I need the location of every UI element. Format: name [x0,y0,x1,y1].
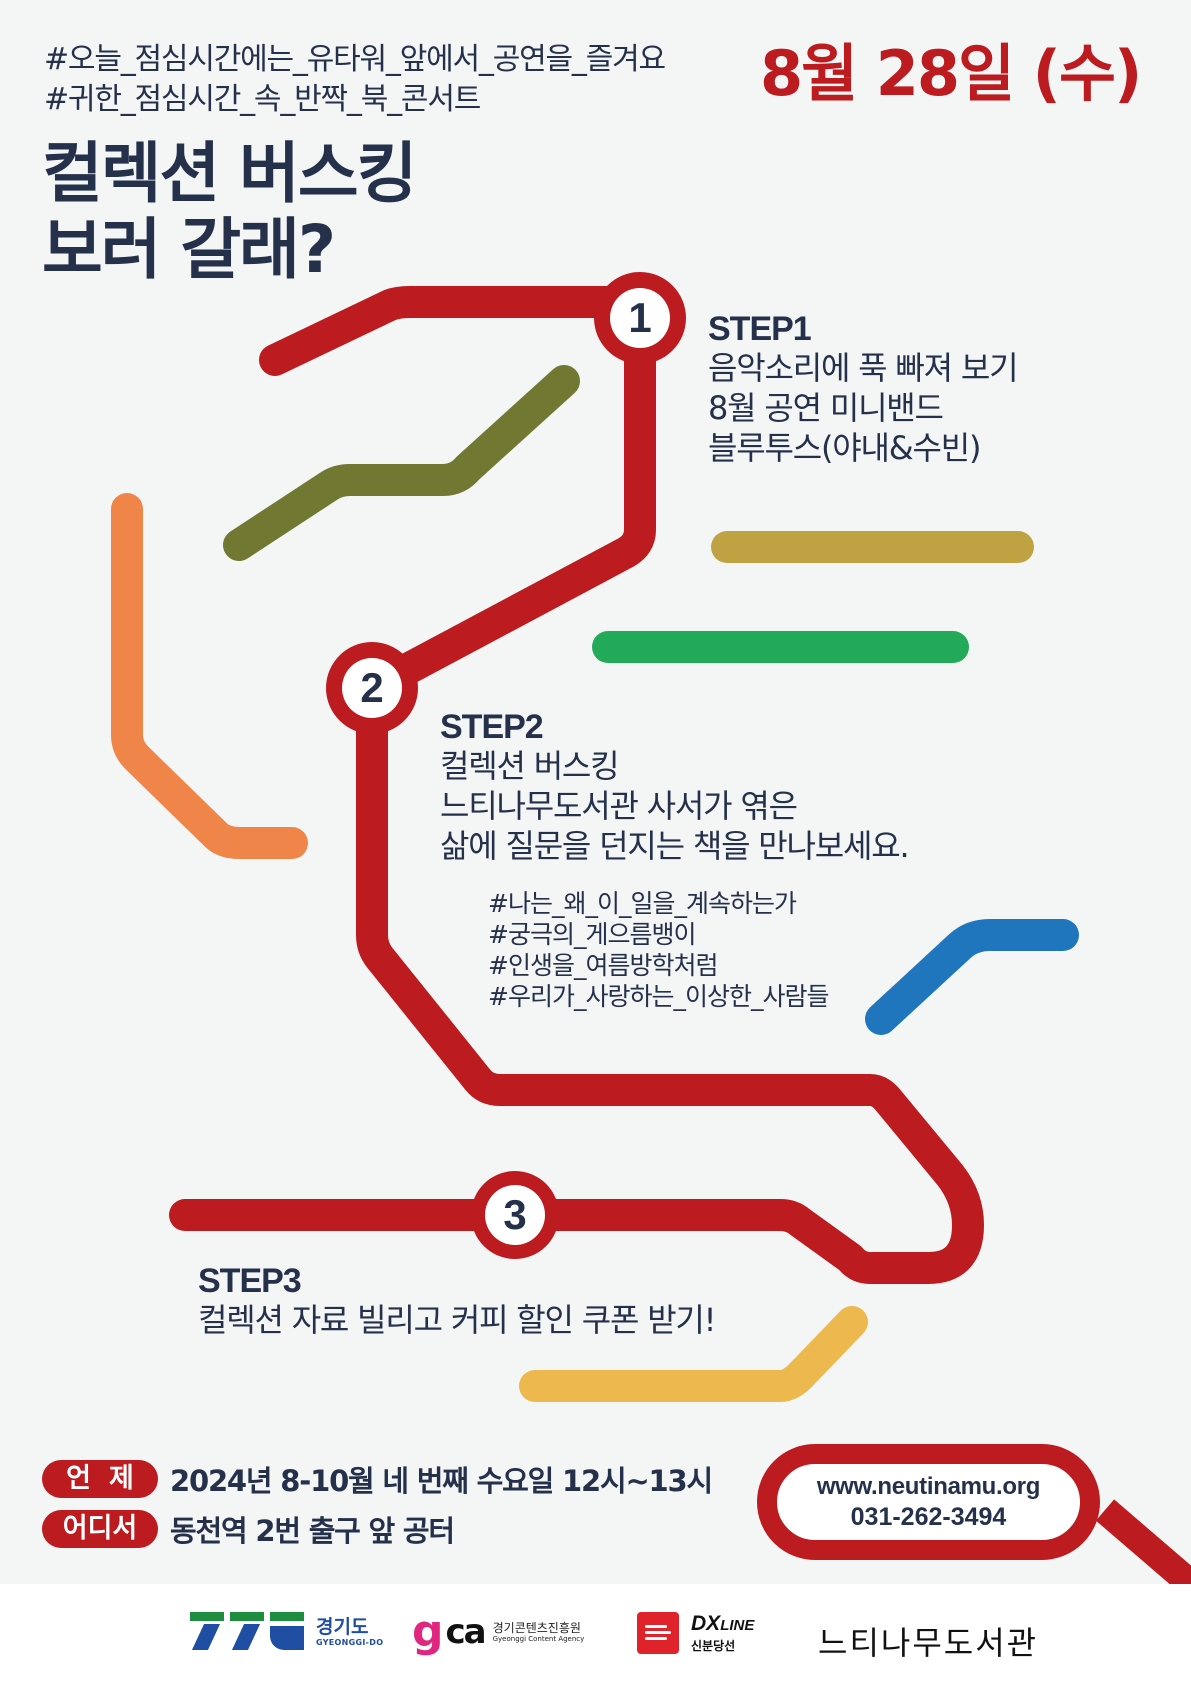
sponsor-footer: 경기도 GYEONGGI-DO g ca 경기콘텐츠진흥원 Gyeonggi C… [0,1584,1191,1684]
when-row: 언제 2024년 8-10월 네 번째 수요일 12시~13시 [42,1458,713,1500]
gca-logo: g ca 경기콘텐츠진흥원 Gyeonggi Content Agency [412,1606,585,1657]
gca-ca-icon: ca [445,1612,487,1652]
magnifier-handle [1095,1499,1191,1595]
gca-name-en: Gyeonggi Content Agency [492,1635,585,1643]
step-line: 블루투스(야내&수빈) [708,429,981,467]
dxline-name: DXLINE [691,1611,755,1637]
step-2-description: 컬렉션 버스킹 느티나무도서관 사서가 엮은 삶에 질문을 던지는 책을 만나보… [440,746,910,866]
website-link[interactable]: www.neutinamu.org [816,1473,1041,1500]
step-1-title: STEP1 [708,310,812,348]
step-line: 컬렉션 버스킹 [440,747,620,785]
station-3-number: 3 [485,1185,545,1245]
when-label-badge: 언제 [42,1460,158,1498]
step-line: 느티나무도서관 사서가 엮은 [440,787,798,825]
olive-line [223,365,580,561]
contact-magnifier: www.neutinamu.org 031-262-3494 [757,1444,1100,1560]
red-main-line [169,286,984,1284]
step-3-title: STEP3 [198,1262,302,1300]
book-hashtags: #나는_왜_이_일을_계속하는가 #궁극의_게으름뱅이 #인생을_여름방학처럼 … [488,888,829,1012]
phone-number: 031-262-3494 [850,1503,1007,1531]
title-line: 보러 갈래? [42,211,336,288]
line-text: LINE [720,1616,755,1634]
yellow-line [519,1306,868,1402]
when-value: 2024년 8-10월 네 번째 수요일 12시~13시 [170,1464,713,1498]
orange-line [111,493,308,859]
step-1-block: STEP1 음악소리에 푹 빠져 보기 8월 공연 미니밴드 블루투스(야내&수… [708,310,1019,468]
book-tag: #우리가_사랑하는_이상한_사람들 [488,982,829,1011]
event-date: 8월 28일 (수) [760,37,1142,110]
train-icon [637,1612,679,1654]
step-line: 삶에 질문을 던지는 책을 만나보세요. [440,827,910,865]
gyeonggi-name-en: GYEONGGI-DO [316,1637,384,1647]
step-line: 컬렉션 자료 빌리고 커피 할인 쿠폰 받기! [198,1301,717,1339]
where-value: 동천역 2번 출구 앞 공터 [170,1514,455,1548]
library-name: 느티나무도서관 [818,1624,1039,1662]
page-title: 컬렉션 버스킹 보러 갈래? [42,135,417,288]
title-line: 컬렉션 버스킹 [42,135,417,212]
book-tag: #인생을_여름방학처럼 [488,951,718,980]
dxline-sub: 신분당선 [691,1638,736,1653]
where-label-badge: 어디서 [42,1510,158,1548]
step-3-description: 컬렉션 자료 빌리고 커피 할인 쿠폰 받기! [198,1300,717,1340]
dxline-logo: DXLINE 신분당선 [637,1612,754,1654]
where-row: 어디서 동천역 2번 출구 앞 공터 [42,1508,455,1550]
hashtag-line: #귀한_점심시간_속_반짝_북_콘서트 [44,82,481,117]
top-hashtags: #오늘_점심시간에는_유타워_앞에서_공연을_즐겨요 #귀한_점심시간_속_반짝… [44,40,666,120]
gyeonggi-logo: 경기도 GYEONGGI-DO [190,1612,383,1650]
station-2-number: 2 [342,658,402,718]
library-logo: 느티나무도서관 [818,1618,1038,1664]
gyeonggi-name-ko: 경기도 [316,1615,369,1638]
book-tag: #궁극의_게으름뱅이 [488,920,696,949]
gca-g-icon: g [412,1606,444,1657]
step-2-block: STEP2 컬렉션 버스킹 느티나무도서관 사서가 엮은 삶에 질문을 던지는 … [440,708,910,866]
hashtag-line: #오늘_점심시간에는_유타워_앞에서_공연을_즐겨요 [44,42,666,77]
step-1-description: 음악소리에 푹 빠져 보기 8월 공연 미니밴드 블루투스(야내&수빈) [708,348,1019,468]
step-line: 8월 공연 미니밴드 [708,389,944,427]
station-1-number: 1 [610,288,670,348]
blue-line [865,919,1079,1035]
step-3-block: STEP3 컬렉션 자료 빌리고 커피 할인 쿠폰 받기! [198,1262,717,1340]
gca-name-ko: 경기콘텐츠진흥원 [492,1621,581,1635]
step-line: 음악소리에 푹 빠져 보기 [708,349,1019,387]
book-tag: #나는_왜_이_일을_계속하는가 [488,889,797,918]
gyeonggi-mark-icon [190,1612,304,1650]
step-2-title: STEP2 [440,708,544,746]
dx-text: DX [691,1611,721,1635]
